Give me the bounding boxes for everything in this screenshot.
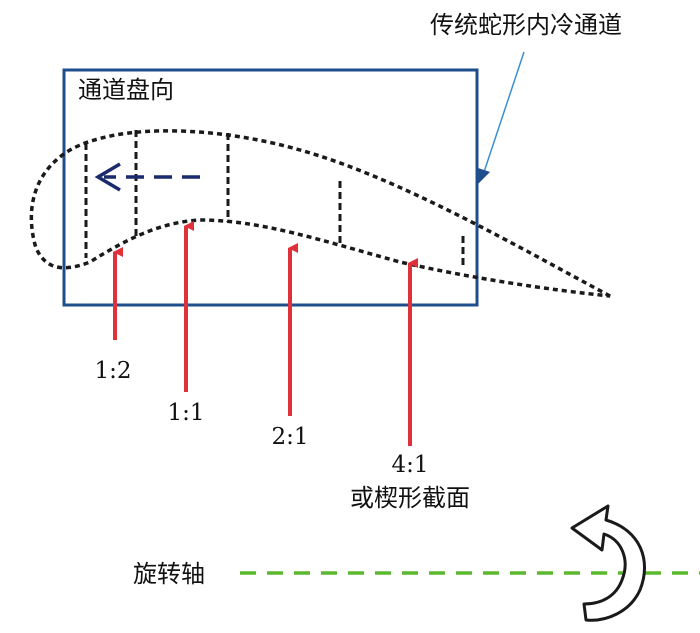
ratio-label-3: 2:1	[271, 424, 308, 450]
ratio-label-2: 1:1	[167, 400, 204, 426]
channel-direction-label: 通道盘向	[78, 76, 174, 104]
airfoil-profile	[29, 129, 611, 298]
rotation-arrow-icon	[570, 504, 647, 622]
wedge-section-label: 或楔形截面	[350, 484, 470, 512]
pointer-arrows	[113, 221, 418, 446]
flow-arrow-head	[94, 162, 121, 192]
channel-title-label: 传统蛇形内冷通道	[430, 11, 622, 39]
channel-ribs	[84, 130, 465, 269]
ratio-label-1: 1:2	[94, 358, 131, 384]
rotation-axis-label: 旋转轴	[133, 560, 205, 588]
leader-line	[483, 51, 525, 173]
flow-arrow	[94, 162, 200, 192]
leader-arrowhead	[478, 168, 490, 184]
ratio-label-4: 4:1	[391, 452, 428, 478]
channel-box	[62, 68, 479, 307]
